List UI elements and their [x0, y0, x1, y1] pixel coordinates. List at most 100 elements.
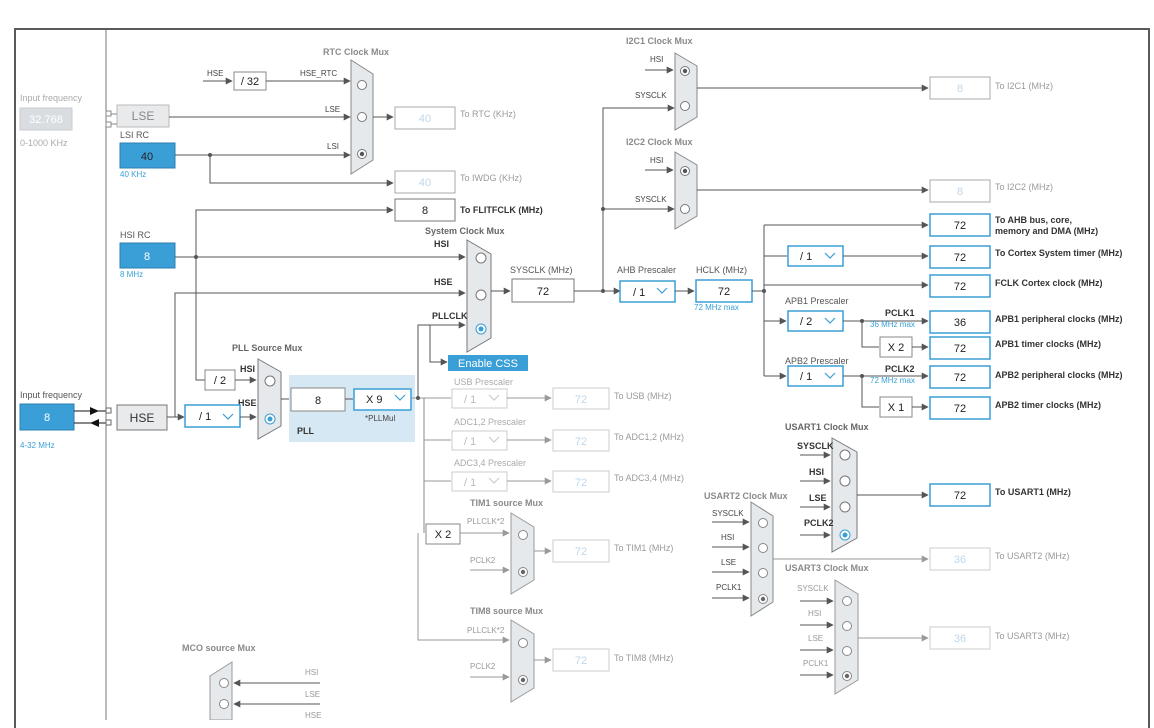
- sysclk-value: 72: [537, 286, 549, 298]
- adc34-prescaler-value: / 1: [464, 477, 476, 489]
- mco-mux-title: MCO source Mux: [182, 643, 256, 653]
- tim1-mux[interactable]: [510, 512, 535, 595]
- usb-output-label: To USB (MHz): [614, 391, 672, 401]
- ahb-output-box: [929, 213, 991, 237]
- i2c2-sysclk-label: SYSCLK: [635, 195, 667, 204]
- usart3-mux[interactable]: [834, 579, 859, 695]
- adc34-output-value: 72: [575, 477, 587, 489]
- chevron-down-icon: [488, 394, 500, 401]
- tim8-mux-title: TIM8 source Mux: [470, 606, 543, 616]
- apb1-timer-output-value: 72: [954, 343, 966, 355]
- iwdg-output-box: [394, 170, 456, 194]
- apb2-timer-mult-label: X 1: [888, 402, 905, 414]
- usart1-mux-title: USART1 Clock Mux: [785, 422, 869, 432]
- ahb-output-label-2: memory and DMA (MHz): [995, 226, 1098, 236]
- hsi-rc-unit: 8 MHz: [120, 270, 143, 279]
- lse-input-label: Input frequency: [20, 93, 83, 103]
- tim8-mux[interactable]: [510, 619, 535, 703]
- apb2-timer-output-value: 72: [954, 403, 966, 415]
- lse-frequency-field[interactable]: [19, 107, 73, 131]
- tim8-output-value: 72: [575, 655, 587, 667]
- adc12-prescaler-select[interactable]: [451, 430, 508, 451]
- usart2-hsi-label: HSI: [721, 533, 734, 542]
- pll-source-mux-title: PLL Source Mux: [232, 343, 302, 353]
- chevron-down-icon: [222, 413, 234, 420]
- pll-prediv-select[interactable]: [184, 404, 241, 428]
- usart1-mux[interactable]: [831, 437, 858, 553]
- usart3-pclk1-label: PCLK1: [803, 659, 829, 668]
- usart3-output-value: 36: [954, 633, 966, 645]
- i2c1-hsi-label: HSI: [650, 55, 663, 64]
- usart2-lse-label: LSE: [721, 558, 736, 567]
- pll-mul-select[interactable]: [353, 388, 412, 411]
- enable-css-label: Enable CSS: [458, 358, 518, 370]
- hse-label: HSE: [130, 411, 155, 425]
- i2c2-mux[interactable]: [674, 151, 698, 230]
- adc34-output-label: To ADC3,4 (MHz): [614, 473, 684, 483]
- usart3-hsi-label: HSI: [808, 609, 821, 618]
- rtc-hse-label: HSE: [207, 69, 223, 78]
- cortex-div-select[interactable]: [787, 245, 844, 267]
- enable-css-button[interactable]: [448, 355, 528, 371]
- i2c2-output-value: 8: [957, 186, 963, 198]
- usart2-mux-title: USART2 Clock Mux: [704, 491, 788, 501]
- i2c2-output-box: [929, 179, 991, 203]
- hse-frequency-field[interactable]: [19, 403, 75, 431]
- pll-label: PLL: [297, 426, 315, 436]
- usb-prescaler-select[interactable]: [451, 388, 508, 409]
- i2c2-hsi-label: HSI: [650, 156, 663, 165]
- hse-range: 4-32 MHz: [20, 441, 55, 450]
- i2c1-output-label: To I2C1 (MHz): [995, 81, 1053, 91]
- adc34-prescaler-select[interactable]: [451, 471, 508, 492]
- clock-config-frame: [14, 28, 1150, 728]
- fclk-output-label: FCLK Cortex clock (MHz): [995, 278, 1103, 288]
- mco-mux[interactable]: [209, 661, 233, 720]
- sysmux-hse-label: HSE: [434, 277, 453, 287]
- apb2-timer-output-label: APB2 timer clocks (MHz): [995, 400, 1101, 410]
- mco-hsi-label: HSI: [305, 668, 318, 677]
- fclk-output-value: 72: [954, 281, 966, 293]
- usart2-output-label: To USART2 (MHz): [995, 551, 1069, 561]
- pll-hse-label: HSE: [238, 398, 257, 408]
- usb-prescaler-value: / 1: [464, 394, 476, 406]
- i2c1-output-value: 8: [957, 83, 963, 95]
- usart2-mux[interactable]: [750, 501, 774, 617]
- tim-pll-mult-label: X 2: [435, 529, 452, 541]
- usart1-output-value: 72: [954, 490, 966, 502]
- usart2-output-box: [929, 547, 991, 571]
- usart1-lse-label: LSE: [809, 493, 827, 503]
- usart2-sysclk-label: SYSCLK: [712, 509, 744, 518]
- usart2-output-value: 36: [954, 554, 966, 566]
- apb1-output-box: [929, 310, 991, 334]
- tim8-pclk2-label: PCLK2: [470, 662, 496, 671]
- usart3-sysclk-label: SYSCLK: [797, 584, 829, 593]
- adc12-output-box: [552, 429, 610, 452]
- tim8-pllclk2-label: PLLCLK*2: [467, 626, 505, 635]
- sysclk-label: SYSCLK (MHz): [510, 265, 573, 275]
- adc34-output-box: [552, 470, 610, 493]
- chevron-down-icon: [824, 317, 836, 324]
- pll-source-mux[interactable]: [257, 358, 282, 440]
- apb2-prescaler-select[interactable]: [787, 365, 844, 387]
- cortex-output-box: [929, 245, 991, 269]
- apb1-timer-output-label: APB1 timer clocks (MHz): [995, 339, 1101, 349]
- i2c1-mux[interactable]: [674, 52, 698, 131]
- adc34-prescaler-label: ADC3,4 Prescaler: [454, 458, 526, 468]
- apb1-prescaler-select[interactable]: [787, 310, 844, 332]
- pll-mul-value: X 9: [366, 394, 383, 406]
- pll-prediv-value: / 1: [199, 411, 211, 423]
- lsi-rc-unit: 40 KHz: [120, 170, 146, 179]
- sysmux-pllclk-label: PLLCLK: [432, 311, 468, 321]
- chevron-down-icon: [656, 287, 668, 294]
- adc12-prescaler-value: / 1: [464, 436, 476, 448]
- ahb-prescaler-select[interactable]: [619, 280, 676, 303]
- rtc-output-value: 40: [419, 113, 431, 125]
- apb2-prescaler-value: / 1: [800, 371, 812, 383]
- apb2-output-value: 72: [954, 372, 966, 384]
- ahb-prescaler-label: AHB Prescaler: [617, 265, 676, 275]
- i2c2-output-label: To I2C2 (MHz): [995, 182, 1053, 192]
- cortex-div-value: / 1: [800, 251, 812, 263]
- rtc-hse-rtc-label: HSE_RTC: [300, 69, 337, 78]
- tim-pll-mult: [425, 523, 461, 545]
- flitfclk-output-value: 8: [422, 205, 428, 217]
